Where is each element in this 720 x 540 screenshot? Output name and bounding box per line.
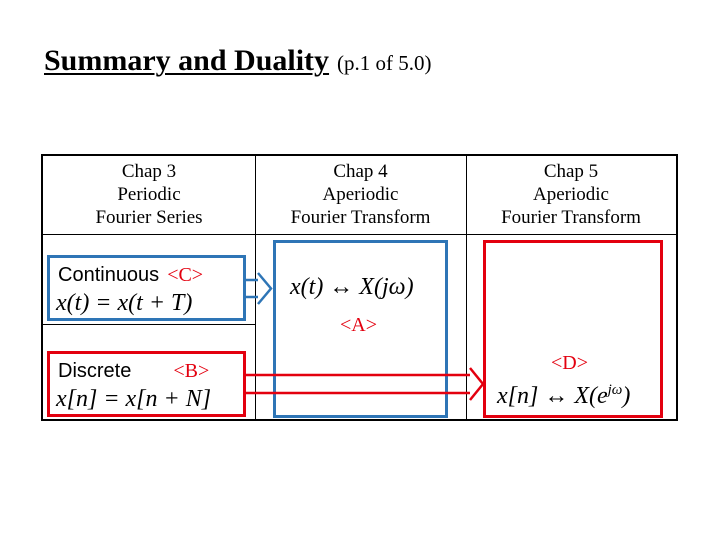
column-header-line: Aperiodic [322,184,399,205]
continuous-periodic-equation: x(t) = x(t + T) [56,290,193,316]
page-title: Summary and Duality (p.1 of 5.0) [44,44,432,78]
tag-c: <C> [167,264,204,286]
dtft-equation-main: x[n] ↔ X(e [497,383,608,409]
column-header-line: Periodic [117,184,181,205]
dtft-equation-exponent: jω [607,382,623,398]
discrete-label: Discrete [58,360,132,382]
column-header-line: Chap 3 [121,161,177,182]
summary-table: Chap 3 Periodic Fourier Series Chap 4 Ap… [41,154,678,421]
continuous-label: Continuous [58,264,160,286]
fourier-transform-box: x(t) ↔ X(jω) <A> [273,240,448,418]
tag-b: <B> [173,360,210,382]
dtft-equation: x[n] ↔ X(ejω) [497,382,630,410]
red-arrow [246,367,485,401]
row-divider [43,324,255,325]
column-divider [466,156,467,419]
blue-arrow [246,272,273,305]
column-header-line: Aperiodic [533,184,609,205]
column-header-line: Chap 4 [333,161,388,182]
fourier-transform-equation: x(t) ↔ X(jω) [290,274,414,300]
column-header-line: Fourier Transform [501,207,641,228]
column-header-line: Fourier Transform [290,207,431,228]
dtft-box: <D> x[n] ↔ X(ejω) [483,240,663,418]
column-divider [255,156,256,419]
title-main: Summary and Duality [44,44,330,77]
header-divider [43,234,676,235]
column-header-line: Fourier Series [95,207,203,228]
column-header-chap4: Chap 4 Aperiodic Fourier Transform [255,160,466,229]
title-subtitle: (p.1 of 5.0) [337,51,432,75]
discrete-periodic-box: Discrete <B> x[n] = x[n + N] [47,351,246,417]
discrete-periodic-equation: x[n] = x[n + N] [56,386,212,412]
tag-a: <A> [340,314,378,336]
column-header-chap3: Chap 3 Periodic Fourier Series [43,160,255,229]
dtft-equation-close: ) [622,383,631,409]
continuous-periodic-box: Continuous <C> x(t) = x(t + T) [47,255,246,321]
tag-d: <D> [551,352,589,374]
column-header-chap5: Chap 5 Aperiodic Fourier Transform [466,160,676,229]
column-header-line: Chap 5 [543,161,599,182]
